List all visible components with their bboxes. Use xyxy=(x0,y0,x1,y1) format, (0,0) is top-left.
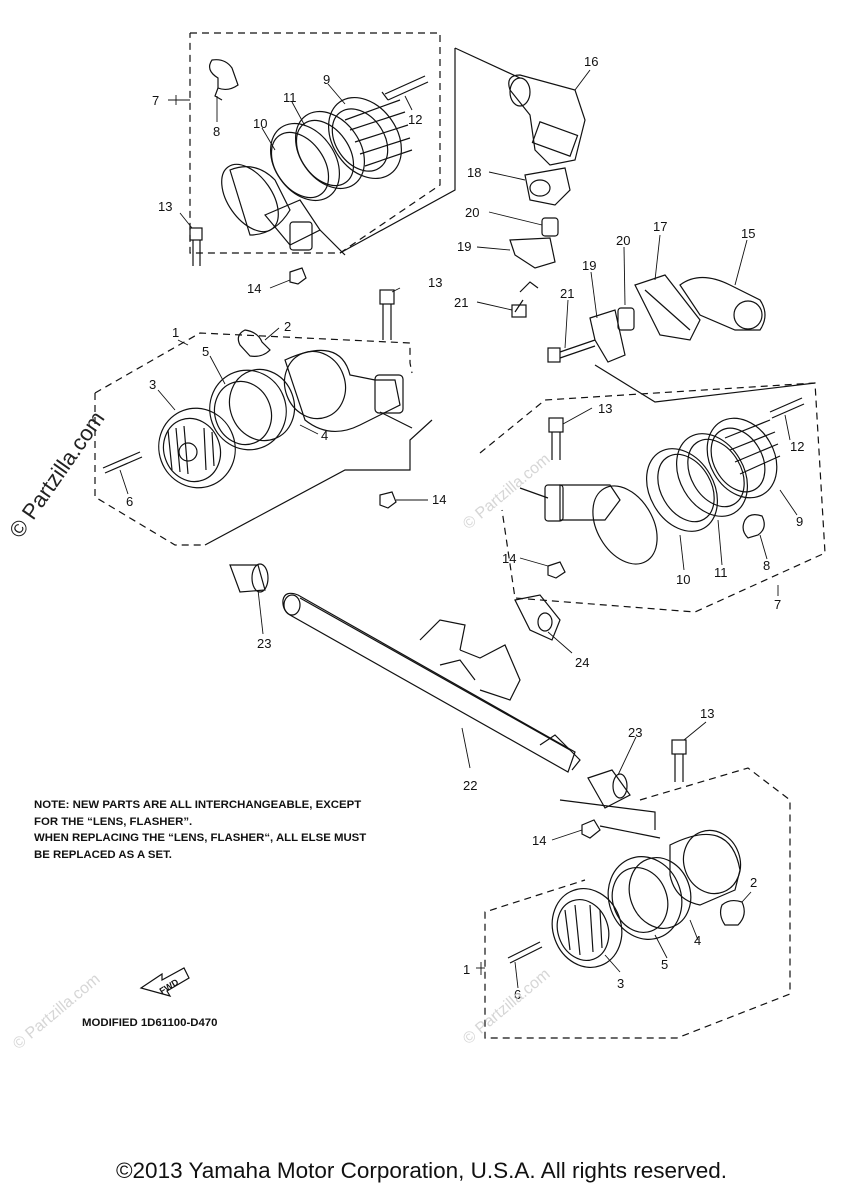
callout-23: 23 xyxy=(628,725,642,740)
bracket-24 xyxy=(514,594,561,641)
bolt-13-left xyxy=(379,289,395,340)
callout-20: 20 xyxy=(616,233,630,248)
callout-6: 6 xyxy=(514,987,521,1002)
bracket-17 xyxy=(634,274,701,341)
bracket-16 xyxy=(508,74,586,166)
callout-2: 2 xyxy=(284,319,291,334)
callout-8: 8 xyxy=(213,124,220,139)
callout-5: 5 xyxy=(202,344,209,359)
copyright-footer: ©2013 Yamaha Motor Corporation, U.S.A. A… xyxy=(115,1158,728,1183)
nut-14-top xyxy=(289,267,307,285)
assembly-lines xyxy=(204,47,816,839)
plate-19-top xyxy=(509,237,556,269)
callout-19: 19 xyxy=(582,258,596,273)
nut-14-right xyxy=(547,561,566,579)
fwd-arrow-icon xyxy=(139,967,190,997)
callout-3: 3 xyxy=(617,976,624,991)
callout-18: 18 xyxy=(467,165,481,180)
replacement-note: NOTE: NEW PARTS ARE ALL INTERCHANGEABLE,… xyxy=(34,797,464,863)
grommet-23-right xyxy=(587,769,631,809)
note-line: BE REPLACED AS A SET. xyxy=(34,848,172,861)
flasher-bottom xyxy=(507,829,745,968)
callout-14: 14 xyxy=(247,281,261,296)
callout-leaders xyxy=(119,69,798,989)
callout-12: 12 xyxy=(790,439,804,454)
stay-bar-22 xyxy=(282,592,581,773)
plate-19-right xyxy=(589,309,626,363)
callout-1: 1 xyxy=(172,325,179,340)
callout-7: 7 xyxy=(774,597,781,612)
callout-14: 14 xyxy=(432,492,446,507)
bolt-13-top xyxy=(189,227,203,266)
callout-12: 12 xyxy=(408,112,422,127)
assembly-outline-top-left xyxy=(189,32,441,254)
collar-20-top xyxy=(541,217,559,237)
callout-21: 21 xyxy=(560,286,574,301)
bolt-21-right xyxy=(547,339,596,363)
callout-22: 22 xyxy=(463,778,477,793)
callout-14: 14 xyxy=(502,551,516,566)
callout-11: 11 xyxy=(283,90,297,105)
callout-13: 13 xyxy=(158,199,172,214)
bracket-18 xyxy=(524,167,571,206)
callout-13: 13 xyxy=(598,401,612,416)
callout-13: 13 xyxy=(700,706,714,721)
callout-21: 21 xyxy=(454,295,468,310)
grommet-23-left xyxy=(229,563,269,593)
callout-23: 23 xyxy=(257,636,271,651)
callout-15: 15 xyxy=(741,226,755,241)
callout-20: 20 xyxy=(465,205,479,220)
callout-13: 13 xyxy=(428,275,442,290)
assembly-outline-left xyxy=(94,332,413,546)
note-line: FOR THE “LENS, FLASHER”. xyxy=(34,815,193,828)
bolt-13-right xyxy=(548,417,564,460)
callout-19: 19 xyxy=(457,239,471,254)
callout-6: 6 xyxy=(126,494,133,509)
callout-10: 10 xyxy=(676,572,690,587)
callout-9: 9 xyxy=(323,72,330,87)
flasher-top-left xyxy=(208,59,429,256)
callout-numbers: 7 8 9 10 11 12 13 14 16 18 20 19 21 17 1… xyxy=(126,54,804,1002)
bolt-13-bottom xyxy=(671,739,687,782)
callout-5: 5 xyxy=(661,957,668,972)
callout-9: 9 xyxy=(796,514,803,529)
callout-7: 7 xyxy=(152,93,159,108)
collar-20-right xyxy=(617,307,635,331)
flasher-left xyxy=(102,329,413,489)
nut-14-bottom xyxy=(581,819,601,839)
callout-1: 1 xyxy=(463,962,470,977)
bracket-15 xyxy=(679,276,766,331)
note-line: NOTE: NEW PARTS ARE ALL INTERCHANGEABLE,… xyxy=(34,799,362,811)
note-line: WHEN REPLACING THE “LENS, FLASHER“, ALL … xyxy=(34,832,367,844)
callout-4: 4 xyxy=(321,428,328,443)
nut-14-left xyxy=(379,491,397,509)
callout-24: 24 xyxy=(575,655,589,670)
bolt-21-top xyxy=(511,281,539,318)
modified-label: MODIFIED 1D61100-D470 xyxy=(82,1017,218,1029)
callout-8: 8 xyxy=(763,558,770,573)
flasher-right xyxy=(519,397,805,565)
callout-4: 4 xyxy=(694,933,701,948)
callout-17: 17 xyxy=(653,219,667,234)
callout-14: 14 xyxy=(532,833,546,848)
callout-16: 16 xyxy=(584,54,598,69)
callout-10: 10 xyxy=(253,116,267,131)
callout-3: 3 xyxy=(149,377,156,392)
assembly-outline-bottom xyxy=(484,767,791,1039)
callout-11: 11 xyxy=(714,565,728,580)
callout-2: 2 xyxy=(750,875,757,890)
